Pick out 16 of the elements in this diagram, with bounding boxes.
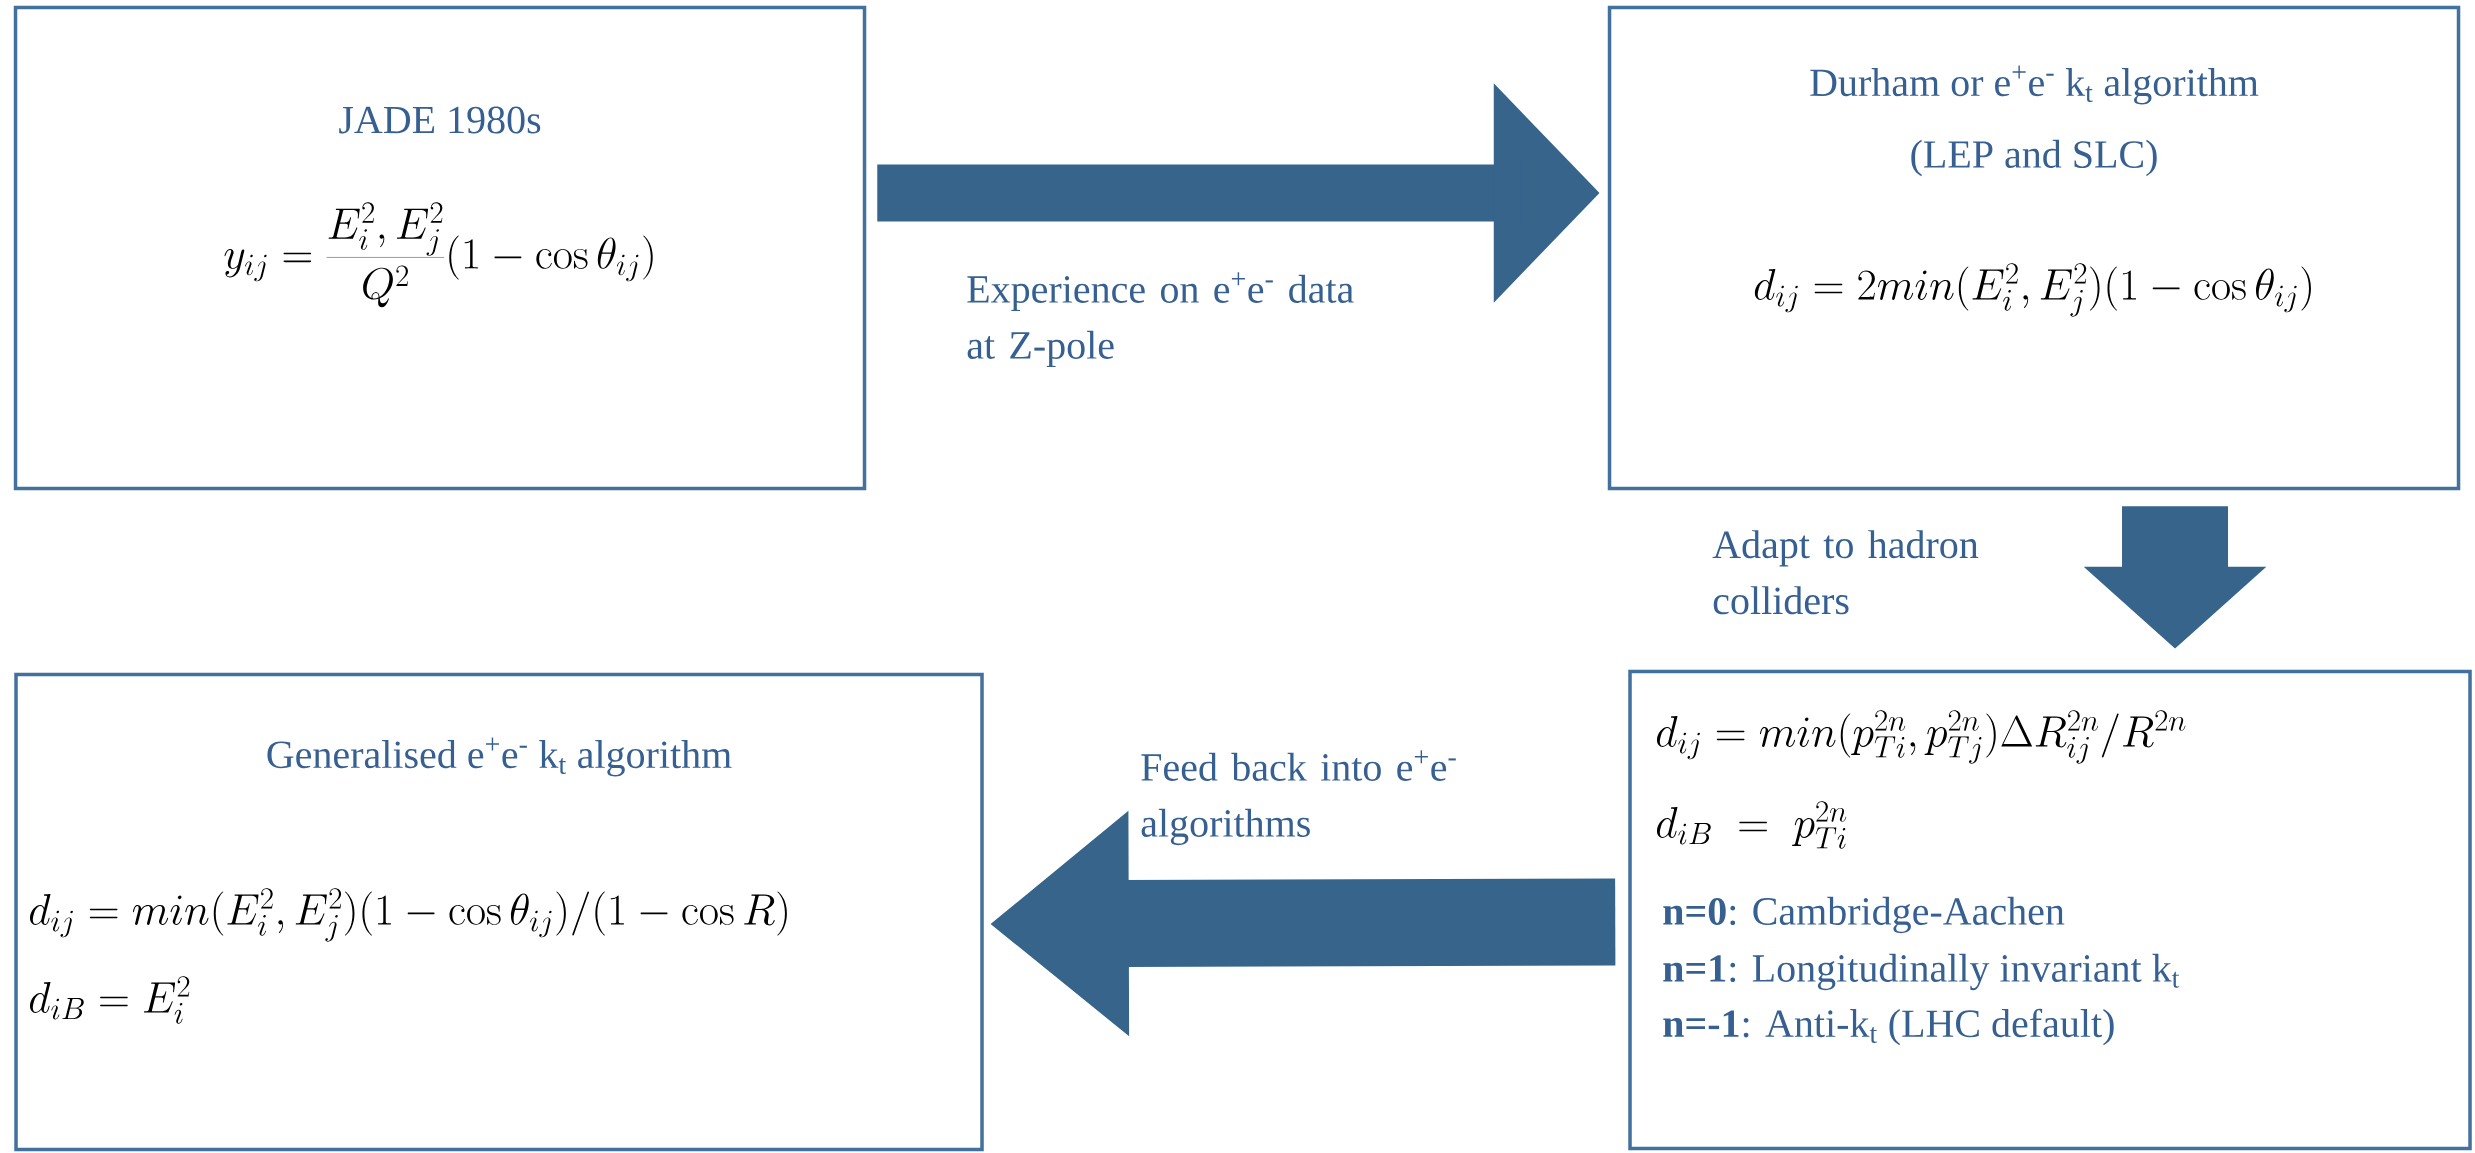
box-title: Durham or e$^{+}$e$^{-}$ k$_{t}$ algorithm bbox=[1810, 65, 2259, 105]
list-item: n=1: Longitudinally invariant k$_{t}$ bbox=[1663, 953, 2180, 991]
formula: $d_{ij} = min(p_{Ti}^{2n}, p_{Tj}^{2n})\Delta R_{ij}^{2n}/R^{2n}$ bbox=[1656, 710, 2186, 764]
formula: $d_{ij} = min(E_i^2, E_j^2)(1-\cos\theta_{ij})/(1-\cos R)$ bbox=[29, 888, 787, 942]
box-title: JADE 1980s bbox=[339, 106, 541, 134]
edge-label: Feed back into e$^{+}$e$^{-}$ algorithms bbox=[1141, 750, 1456, 846]
edge-label: Adapt to hadron colliders bbox=[1712, 530, 1979, 615]
list-item: n=0: Cambridge-Aachen bbox=[1663, 896, 2065, 934]
formula: $d_{iB} = E_i^2$ bbox=[29, 976, 190, 1024]
box-title: Generalised e$^{+}$e$^{-}$ k$_{t}$ algorithm bbox=[267, 737, 732, 777]
formula: $y_{ij} = \frac{E_i^2, E_j^2}{Q^2}(1-\cos\theta_{ij})$ bbox=[224, 202, 653, 308]
edge-label: Experience on e$^{+}$e$^{-}$ data at Z-pole bbox=[967, 272, 1354, 368]
box-subtitle: (LEP and SLC) bbox=[1911, 139, 2157, 177]
formula: $d_{ij} = 2min(E_i^2, E_j^2)(1-\cos\theta_{ij})$ bbox=[1754, 263, 2311, 317]
list-item: n=-1: Anti-k$_{t}$ (LHC default) bbox=[1663, 1008, 2114, 1046]
formula: $d_{iB} \; = \; p_{Ti}^{2n}$ bbox=[1656, 801, 1847, 849]
